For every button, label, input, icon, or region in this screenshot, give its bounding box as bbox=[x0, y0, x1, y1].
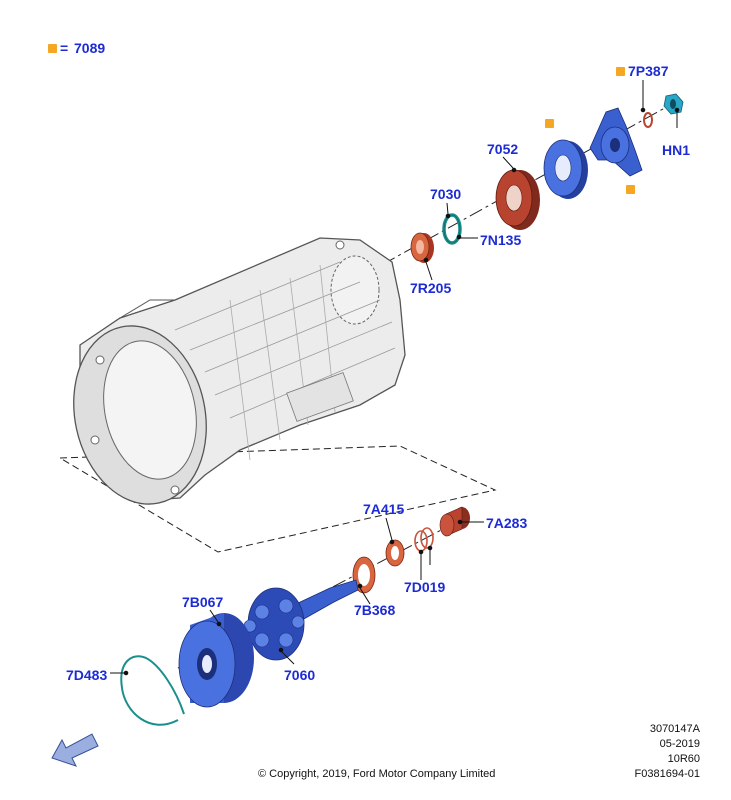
marker-flange-icon bbox=[626, 185, 635, 194]
part-7052 bbox=[495, 169, 540, 230]
part-flange-ring bbox=[543, 139, 588, 199]
part-HN1 bbox=[663, 93, 684, 115]
part-7B368 bbox=[352, 556, 376, 594]
callout-7B368: 7B368 bbox=[354, 602, 396, 618]
callout-7P387: 7P387 bbox=[628, 63, 669, 79]
callout-7052: 7052 bbox=[487, 141, 519, 157]
callout-7030: 7030 bbox=[430, 186, 462, 202]
figure-id: F0381694-01 bbox=[634, 768, 700, 780]
callout-7A283: 7A283 bbox=[486, 515, 528, 531]
transmission-model: 10R60 bbox=[667, 753, 700, 765]
legend-equals: = bbox=[60, 40, 69, 56]
assembly-plane-outline bbox=[59, 445, 497, 553]
leader-lines bbox=[110, 80, 680, 676]
marker-ring-icon bbox=[545, 119, 554, 128]
part-7R205 bbox=[410, 232, 434, 263]
part-7A283 bbox=[439, 506, 470, 537]
callout-HN1: HN1 bbox=[662, 142, 691, 158]
callout-7060: 7060 bbox=[284, 667, 316, 683]
revision-date: 05-2019 bbox=[659, 738, 700, 750]
part-7030 bbox=[442, 213, 462, 245]
direction-arrow-icon bbox=[51, 733, 99, 767]
callout-7A415: 7A415 bbox=[363, 501, 405, 517]
callout-7N135: 7N135 bbox=[480, 232, 522, 248]
copyright-text: © Copyright, 2019, Ford Motor Company Li… bbox=[258, 768, 496, 780]
callout-7R205: 7R205 bbox=[410, 280, 452, 296]
reference-number: 3070147A bbox=[649, 723, 700, 735]
part-7D483 bbox=[120, 655, 185, 726]
part-output-flange bbox=[589, 107, 643, 177]
part-7A415 bbox=[385, 539, 405, 567]
marker-7P387-icon bbox=[616, 67, 625, 76]
callout-7B067: 7B067 bbox=[182, 594, 224, 610]
part-7P387 bbox=[643, 112, 653, 128]
legend-code: 7089 bbox=[74, 40, 106, 56]
transmission-case bbox=[73, 237, 406, 505]
part-7B067 bbox=[178, 613, 254, 708]
callout-7D019: 7D019 bbox=[404, 579, 446, 595]
part-7060 bbox=[243, 579, 359, 661]
callout-7D483: 7D483 bbox=[66, 667, 108, 683]
legend-marker-icon bbox=[48, 44, 57, 53]
